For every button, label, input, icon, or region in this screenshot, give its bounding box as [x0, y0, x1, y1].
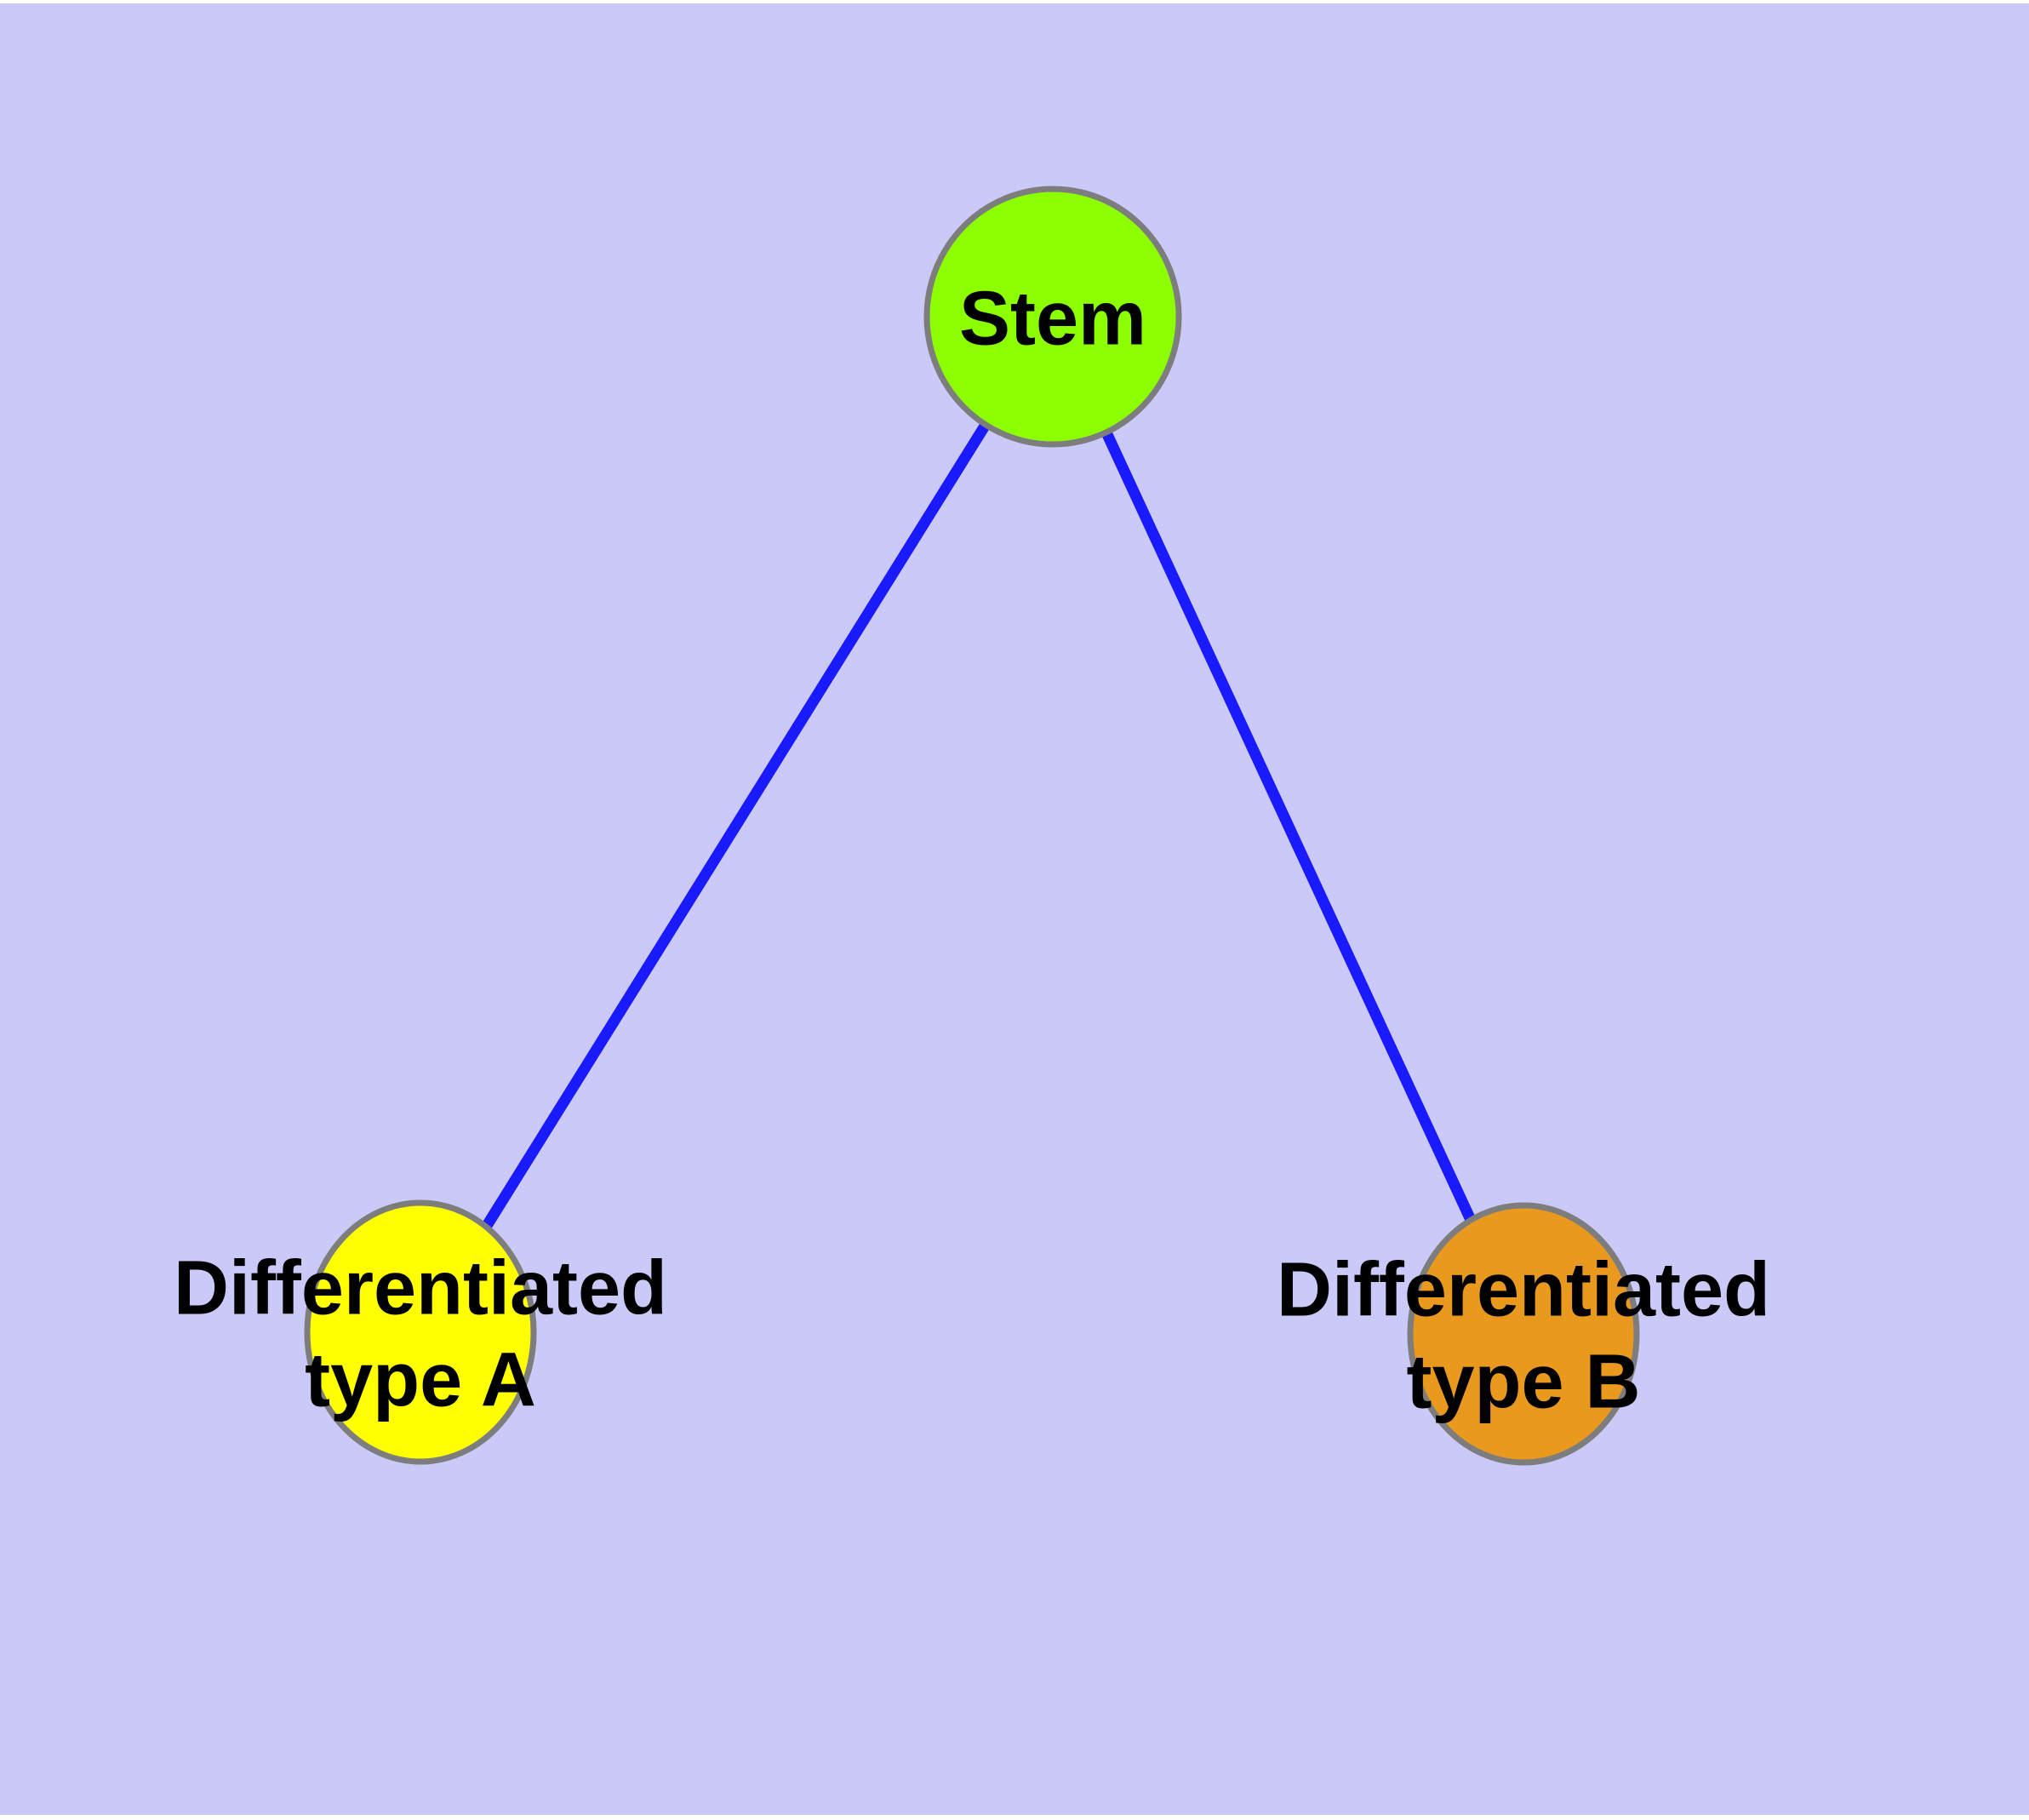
node-differentiated-type-a-label-line1: Differentiated: [174, 1245, 667, 1331]
edge-stem-to-differentiated-type-a: [415, 313, 1058, 1336]
node-stem-shape: [923, 186, 1182, 448]
node-differentiated-type-b-shape: [1407, 1202, 1640, 1466]
node-differentiated-type-a-label-line2: type A: [305, 1337, 536, 1422]
node-differentiated-type-b-label-line1: Differentiated: [1277, 1247, 1770, 1332]
node-differentiated-type-a-shape: [304, 1199, 537, 1465]
edge-stem-to-differentiated-type-b: [1048, 314, 1529, 1336]
node-stem: Stem: [923, 186, 1182, 448]
node-stem-label-line1: Stem: [959, 276, 1146, 361]
node-differentiated-type-b-label-line2: type B: [1406, 1339, 1640, 1424]
